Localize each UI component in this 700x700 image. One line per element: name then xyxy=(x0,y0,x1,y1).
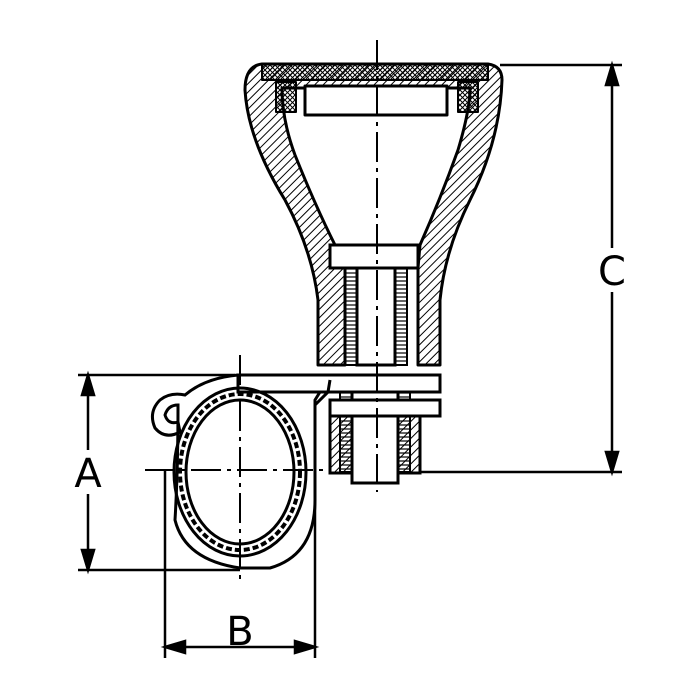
center-lines xyxy=(145,40,378,582)
dimension-c xyxy=(420,60,622,477)
left-insert xyxy=(275,81,297,113)
dimension-a-label: A xyxy=(74,451,102,497)
tube-clamp xyxy=(150,373,332,570)
right-insert xyxy=(457,81,479,113)
bolt-assembly xyxy=(328,243,422,485)
dimension-b-label: B xyxy=(226,609,253,655)
dimension-b xyxy=(160,470,320,658)
dimension-c-label: C xyxy=(598,249,626,295)
bolt-head xyxy=(328,243,420,270)
